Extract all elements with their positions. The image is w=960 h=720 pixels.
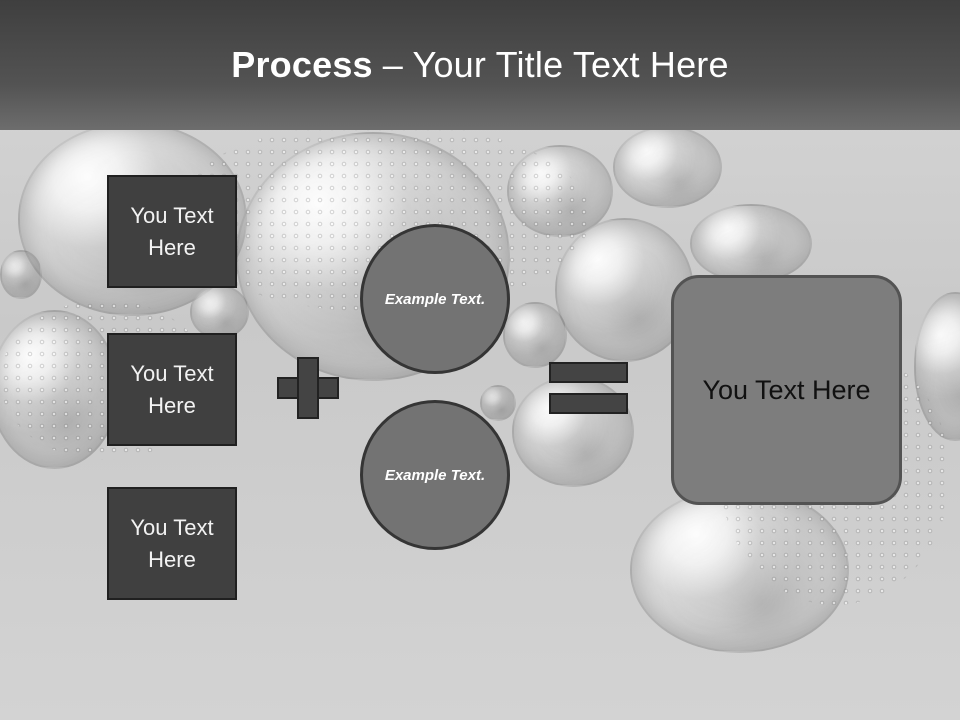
background-bubble — [613, 126, 722, 208]
background-bubble — [503, 302, 567, 368]
background-bubble — [0, 310, 119, 469]
title-rest: – Your Title Text Here — [382, 44, 729, 85]
left-text-box-1: You Text Here — [107, 175, 237, 288]
equals-top-bar — [549, 362, 628, 383]
slide-title: Process – Your Title Text Here — [0, 0, 960, 130]
example-circle-2: Example Text. — [360, 400, 510, 550]
plus-vertical-bar — [297, 357, 319, 419]
equals-bottom-bar — [549, 393, 628, 414]
background-bubble — [630, 487, 849, 653]
example-circle-1: Example Text. — [360, 224, 510, 374]
equals-icon — [549, 362, 628, 414]
background-bubble — [914, 292, 960, 441]
left-text-box-3: You Text Here — [107, 487, 237, 600]
background-bubble — [690, 204, 812, 283]
result-text-box: You Text Here — [671, 275, 902, 505]
background-bubble — [190, 285, 249, 339]
background-bubble — [507, 145, 613, 237]
title-strong: Process — [231, 44, 373, 85]
plus-icon — [277, 357, 339, 419]
left-text-box-2: You Text Here — [107, 333, 237, 446]
background-bubble — [0, 250, 42, 299]
background-bubble — [480, 385, 516, 421]
